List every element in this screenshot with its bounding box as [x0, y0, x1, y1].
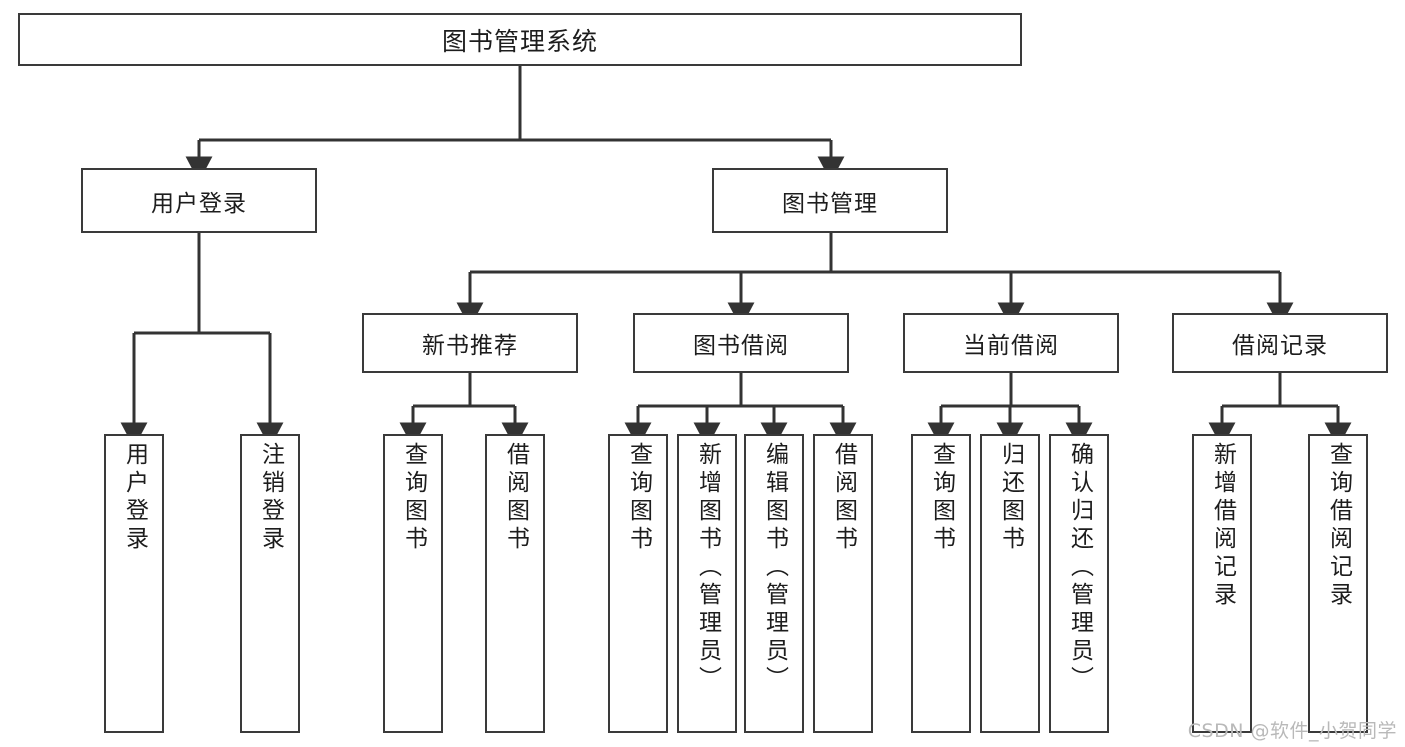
node-leaf-user-logout[interactable]: 注销登录 — [240, 434, 300, 733]
node-leaf-query-book-3-label: 查询图书 — [928, 442, 955, 554]
node-leaf-user-login-label: 用户登录 — [121, 442, 148, 554]
node-book-management-label: 图书管理 — [782, 190, 878, 217]
node-leaf-query-book-1-label: 查询图书 — [400, 442, 427, 554]
node-leaf-user-logout-label: 注销登录 — [257, 442, 284, 554]
node-leaf-add-record[interactable]: 新增借阅记录 — [1192, 434, 1252, 733]
node-leaf-add-book[interactable]: 新增图书（管理员） — [677, 434, 737, 733]
watermark-text: CSDN @软件_小贺同学 — [1187, 720, 1397, 742]
node-new-book-recommend[interactable]: 新书推荐 — [362, 313, 578, 373]
node-leaf-return-book-label: 归还图书 — [997, 442, 1024, 554]
node-user-login-label: 用户登录 — [151, 190, 247, 217]
node-leaf-edit-book[interactable]: 编辑图书（管理员） — [744, 434, 804, 733]
node-leaf-query-record[interactable]: 查询借阅记录 — [1308, 434, 1368, 733]
node-leaf-query-book-2-label: 查询图书 — [625, 442, 652, 554]
node-book-borrow[interactable]: 图书借阅 — [633, 313, 849, 373]
node-borrow-record-label: 借阅记录 — [1232, 333, 1328, 359]
node-leaf-query-book-2[interactable]: 查询图书 — [608, 434, 668, 733]
node-leaf-confirm-return[interactable]: 确认归还（管理员） — [1049, 434, 1109, 733]
node-root[interactable]: 图书管理系统 — [18, 13, 1022, 66]
node-leaf-query-book-1[interactable]: 查询图书 — [383, 434, 443, 733]
node-leaf-add-book-label: 新增图书（管理员） — [694, 442, 721, 694]
node-user-login[interactable]: 用户登录 — [81, 168, 317, 233]
node-current-borrow[interactable]: 当前借阅 — [903, 313, 1119, 373]
node-leaf-borrow-book-2[interactable]: 借阅图书 — [813, 434, 873, 733]
node-leaf-edit-book-label: 编辑图书（管理员） — [761, 442, 788, 694]
node-book-management[interactable]: 图书管理 — [712, 168, 948, 233]
node-leaf-query-record-label: 查询借阅记录 — [1325, 442, 1352, 610]
node-borrow-record[interactable]: 借阅记录 — [1172, 313, 1388, 373]
node-root-label: 图书管理系统 — [441, 26, 598, 56]
node-book-borrow-label: 图书借阅 — [693, 333, 789, 359]
node-new-book-recommend-label: 新书推荐 — [422, 333, 518, 359]
node-current-borrow-label: 当前借阅 — [963, 333, 1059, 359]
node-leaf-return-book[interactable]: 归还图书 — [980, 434, 1040, 733]
node-leaf-borrow-book-1-label: 借阅图书 — [502, 442, 529, 554]
node-leaf-query-book-3[interactable]: 查询图书 — [911, 434, 971, 733]
node-leaf-user-login[interactable]: 用户登录 — [104, 434, 164, 733]
node-leaf-borrow-book-1[interactable]: 借阅图书 — [485, 434, 545, 733]
node-leaf-add-record-label: 新增借阅记录 — [1209, 442, 1236, 610]
node-leaf-borrow-book-2-label: 借阅图书 — [830, 442, 857, 554]
node-leaf-confirm-return-label: 确认归还（管理员） — [1066, 442, 1093, 694]
